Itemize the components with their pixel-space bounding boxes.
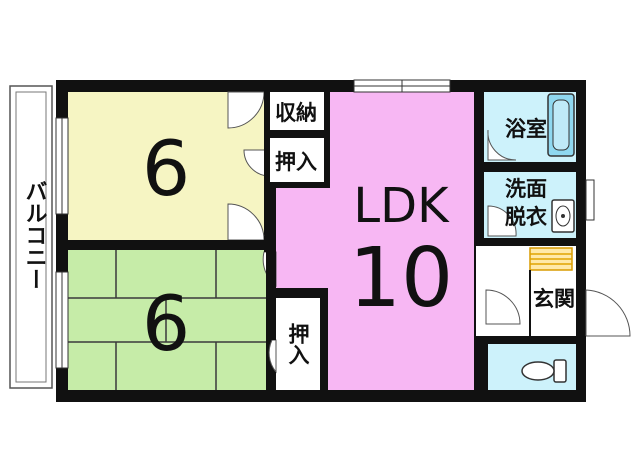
balcony: バルコニー	[9, 85, 53, 389]
tatami-room-size: 6	[142, 279, 190, 368]
washroom-label-line2: 脱衣	[505, 205, 547, 229]
ldk-room-extension	[276, 186, 332, 288]
ldk-name: LDK	[353, 178, 450, 234]
hall-strip	[476, 246, 486, 390]
oshiire-upper	[268, 138, 324, 182]
interior-walls	[56, 80, 586, 390]
oshiire-lower	[276, 298, 320, 390]
toilet-icon	[521, 359, 567, 383]
western-room-size: 6	[142, 124, 190, 213]
ldk-size: 10	[349, 231, 453, 326]
bathtub-icon	[547, 93, 575, 157]
window-icon	[55, 117, 69, 369]
oshiire-upper-label: 押入	[275, 150, 317, 174]
ldk-room	[328, 92, 474, 390]
closet-top-label: 収納	[275, 101, 317, 125]
window-icon	[353, 79, 451, 93]
entrance-label: 玄関	[533, 287, 575, 311]
balcony-label: バルコニー	[22, 180, 47, 290]
bath-label: 浴室	[505, 117, 547, 141]
washbasin-icon	[551, 199, 575, 233]
tatami-room	[68, 250, 266, 390]
oshiire-lower-label: 押入	[286, 322, 310, 365]
closet-top	[268, 92, 324, 130]
window-icon	[585, 179, 595, 221]
entrance-step	[529, 247, 573, 271]
washroom-label-line1: 洗面	[505, 177, 547, 201]
